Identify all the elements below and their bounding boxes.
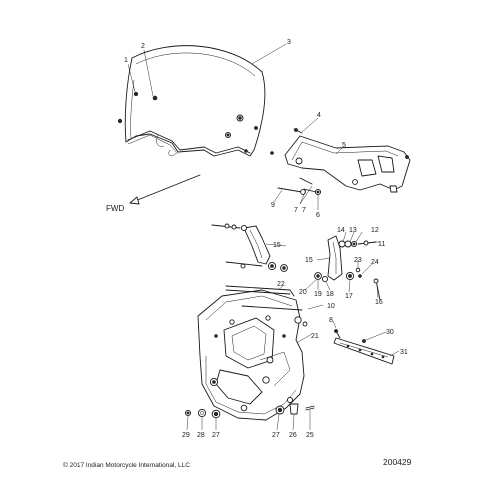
fwd-arrow: FWD <box>106 174 201 213</box>
callout-14: 14 <box>337 227 345 234</box>
reference-number: 200429 <box>383 457 412 467</box>
callout-13: 13 <box>349 227 357 234</box>
leader-lines <box>127 43 400 431</box>
bracket-bolts <box>277 177 322 196</box>
callout-30: 30 <box>386 329 394 336</box>
callout-4: 4 <box>317 112 321 119</box>
callout-25: 25 <box>306 432 314 439</box>
lower-hardware <box>184 403 315 419</box>
callout-27b: 27 <box>212 432 220 439</box>
callout-3: 3 <box>287 39 291 46</box>
fwd-label: FWD <box>106 204 124 213</box>
callout-5: 5 <box>342 142 346 149</box>
callout-22: 22 <box>277 281 285 288</box>
windshield <box>117 45 266 157</box>
callout-11: 11 <box>378 241 385 248</box>
callout-6: 6 <box>316 212 320 219</box>
callout-1: 1 <box>124 57 128 64</box>
callout-18: 18 <box>326 291 334 298</box>
callout-20: 20 <box>299 289 307 296</box>
right-support-arm <box>314 235 381 301</box>
callout-31: 31 <box>400 349 408 356</box>
callout-19: 19 <box>314 291 322 298</box>
callout-27a: 27 <box>272 432 280 439</box>
callout-10: 10 <box>327 303 335 310</box>
callout-23: 23 <box>354 257 362 264</box>
callout-21: 21 <box>311 333 319 340</box>
callout-17: 17 <box>345 293 353 300</box>
copyright-notice: © 2017 Indian Motorcycle International, … <box>63 462 190 469</box>
callout-16: 16 <box>375 299 383 306</box>
windshield-mount-bracket <box>270 128 411 193</box>
fairing-support-frame <box>197 285 308 421</box>
callout-15b: 15 <box>305 257 313 264</box>
left-support-arm <box>211 223 288 272</box>
screw-8 <box>334 329 341 339</box>
callout-8: 8 <box>329 317 333 324</box>
callout-9: 9 <box>271 202 275 209</box>
callout-29: 29 <box>182 432 190 439</box>
callout-2: 2 <box>141 43 145 50</box>
callout-labels: 1 2 3 4 5 6 7 7 8 9 10 11 12 13 14 15 15… <box>124 39 408 439</box>
callout-24: 24 <box>371 259 379 266</box>
callout-12: 12 <box>371 227 379 234</box>
trim-bar <box>333 337 395 365</box>
callout-7a: 7 <box>294 207 298 214</box>
callout-15a: 15 <box>273 242 281 249</box>
callout-26: 26 <box>289 432 297 439</box>
callout-28: 28 <box>197 432 205 439</box>
callout-7b: 7 <box>302 207 306 214</box>
